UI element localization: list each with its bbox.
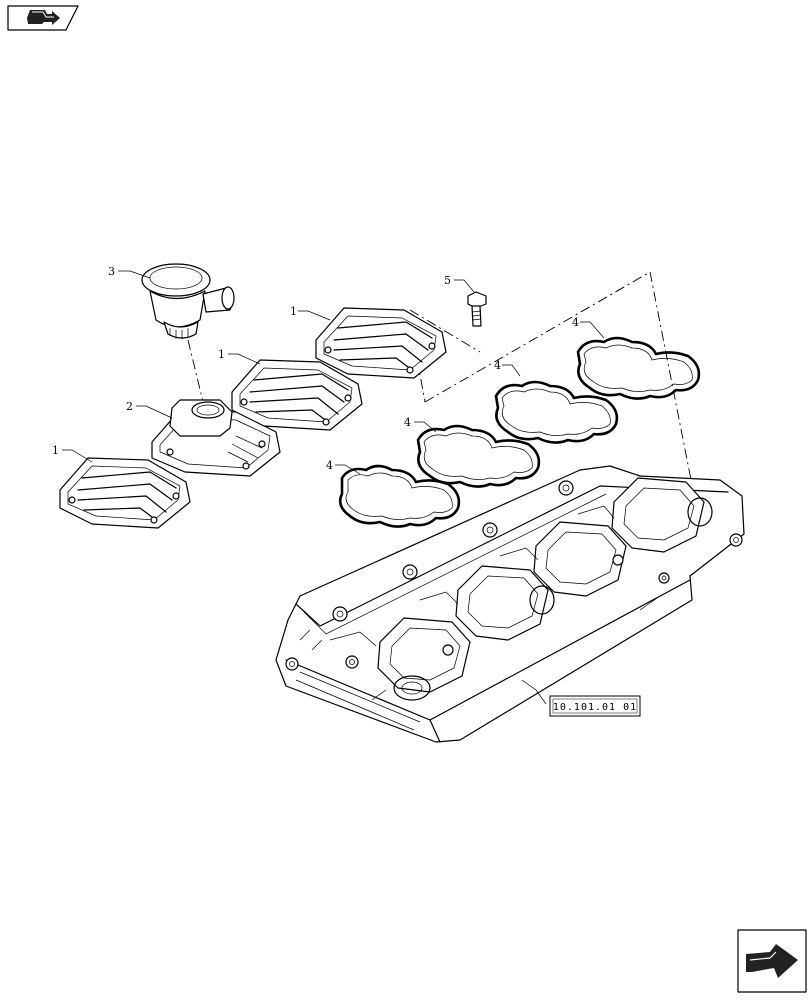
head-bolt-bosses [285,480,743,671]
next-page-icon[interactable] [737,929,807,993]
cylinder-pocket-3 [533,521,627,597]
valve-cover-middle [231,359,363,431]
reference-box[interactable]: 10.101.01 01 [549,695,641,717]
valve-cover-with-port [151,399,281,477]
cylinder-head [275,465,745,743]
valve-cover-left [59,457,191,529]
leader-lines [62,270,605,705]
gasket-3 [494,380,619,444]
callout-1-right: 1 [290,305,297,318]
callout-labels: 3 2 1 1 1 5 4 4 4 4 [52,265,579,472]
gasket-1 [338,464,461,528]
callout-3: 3 [108,265,115,278]
cylinder-pocket-1 [377,617,471,701]
callout-4-gasket-1: 4 [326,459,333,472]
cylinder-pocket-4 [611,477,713,553]
callout-1-left: 1 [52,444,59,457]
callout-1-middle: 1 [218,348,225,361]
reference-label: 10.101.01 01 [553,702,637,713]
breather-cap [141,263,235,339]
bolt [467,291,487,327]
callout-2: 2 [126,400,133,413]
gasket-4 [576,336,701,400]
callout-5: 5 [444,274,451,287]
cylinder-pocket-2 [455,565,555,641]
callout-4-gasket-4: 4 [572,316,579,329]
callout-4-gasket-2: 4 [404,416,411,429]
gasket-2 [416,424,541,488]
previous-page-icon[interactable] [7,5,79,31]
valve-cover-right [315,307,447,379]
callout-4-gasket-3: 4 [494,359,501,372]
